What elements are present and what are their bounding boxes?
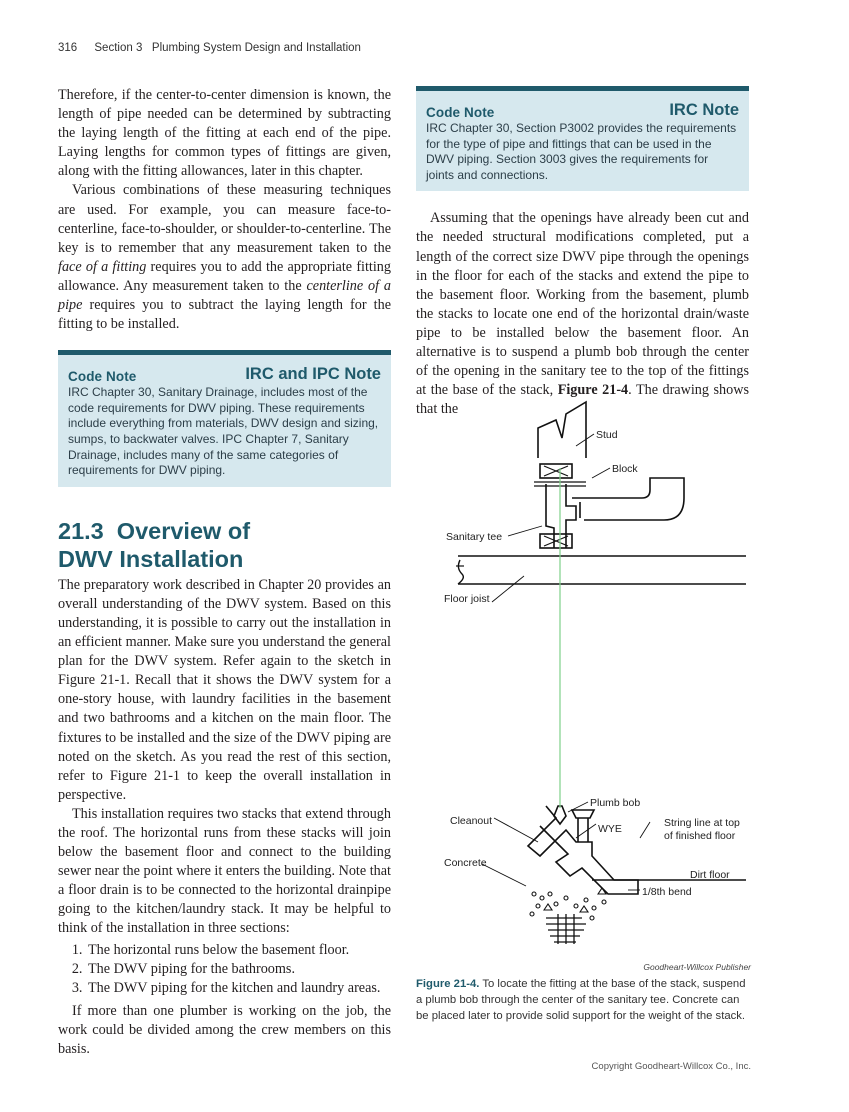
label-plumb-bob: Plumb bob — [590, 797, 640, 809]
figure-21-4: Stud Block Sanitary tee Floor joist Plum… — [416, 398, 756, 958]
label-dirt-floor: Dirt floor — [690, 869, 730, 881]
label-wye: WYE — [598, 823, 622, 835]
figure-reference: Figure 21-4 — [557, 382, 629, 399]
paragraph: The preparatory work described in Chapte… — [58, 576, 391, 803]
list-item: The horizontal runs below the basement f… — [86, 941, 391, 960]
text-run: Various combinations of these measuring … — [58, 182, 391, 256]
label-stud: Stud — [596, 429, 618, 441]
code-note-title: Code Note — [68, 369, 137, 385]
code-note-text: IRC Chapter 30, Section P3002 provides t… — [426, 121, 737, 182]
code-note-text: IRC Chapter 30, Sanitary Drainage, inclu… — [68, 385, 379, 478]
copyright-footer: Copyright Goodheart-Willcox Co., Inc. — [591, 1061, 751, 1072]
figure-caption: Figure 21-4. To locate the fitting at th… — [416, 976, 752, 1024]
label-block: Block — [612, 463, 638, 475]
label-bend: 1/8th bend — [642, 886, 692, 898]
plumb-bob — [553, 805, 567, 826]
section-heading: 21.3 Overview of DWV Installation — [58, 517, 391, 573]
floor-joist — [458, 555, 746, 585]
text-run: requires you to add the appropriate fitt… — [58, 258, 391, 294]
stud-shape — [537, 400, 587, 458]
list-item: The DWV piping for the kitchen and laund… — [86, 979, 391, 998]
paragraph: If more than one plumber is working on t… — [58, 1002, 391, 1057]
heading-line: DWV Installation — [58, 545, 244, 572]
code-note-irc-ipc: Code Note IRC and IPC Note IRC Chapter 3… — [58, 350, 391, 487]
right-column: Code Note IRC Note IRC Chapter 30, Secti… — [416, 86, 749, 419]
emphasis: centerline of a pipe — [58, 277, 391, 314]
label-string-line-2: of finished floor — [664, 830, 736, 842]
label-string-line-1: String line at top — [664, 817, 740, 829]
label-sanitary-tee: Sanitary tee — [446, 531, 502, 543]
heading-line: 21.3 Overview of — [58, 517, 251, 544]
paragraph: Therefore, if the center-to-center dimen… — [58, 87, 391, 180]
code-note-irc: Code Note IRC Note IRC Chapter 30, Secti… — [416, 86, 749, 192]
figure-number: Figure 21-4. — [416, 978, 480, 990]
text-run: . The drawing shows that the — [416, 382, 749, 418]
upper-block — [539, 463, 573, 479]
label-concrete: Concrete — [444, 857, 487, 869]
caption-text: To locate the fitting at the base of the… — [416, 978, 746, 1022]
code-note-tag: IRC and IPC Note — [245, 365, 381, 384]
label-floor-joist: Floor joist — [444, 593, 490, 605]
label-cleanout: Cleanout — [450, 815, 492, 827]
wye-fitting — [526, 805, 639, 895]
paragraph: This installation requires two stacks th… — [58, 805, 391, 937]
running-header: 316 Section 3 Plumbing System Design and… — [58, 42, 361, 54]
code-note-title: Code Note — [426, 105, 495, 120]
emphasis: face of a fitting — [58, 258, 147, 275]
paragraph: Various combinations of these measuring … — [58, 181, 391, 334]
left-column: Therefore, if the center-to-center dimen… — [58, 86, 391, 1059]
lower-block — [539, 533, 573, 549]
figure-credit: Goodheart-Willcox Publisher — [643, 962, 751, 972]
list-item: The DWV piping for the bathrooms. — [86, 960, 391, 979]
wye-top-hub — [570, 809, 596, 819]
installation-sections-list: The horizontal runs below the basement f… — [58, 941, 391, 998]
text-run: Assuming that the openings have already … — [416, 210, 749, 399]
page-number: 316 — [58, 42, 78, 54]
plumbing-diagram: Stud Block Sanitary tee Floor joist Plum… — [444, 400, 746, 944]
tee-outlet — [572, 477, 685, 521]
text-run: requires you to subtract the laying leng… — [58, 297, 391, 333]
code-note-tag: IRC Note — [669, 101, 739, 119]
paragraph: Assuming that the openings have already … — [416, 209, 749, 419]
stack-pipe — [545, 484, 577, 548]
running-head: Section 3 Plumbing System Design and Ins… — [94, 42, 361, 54]
